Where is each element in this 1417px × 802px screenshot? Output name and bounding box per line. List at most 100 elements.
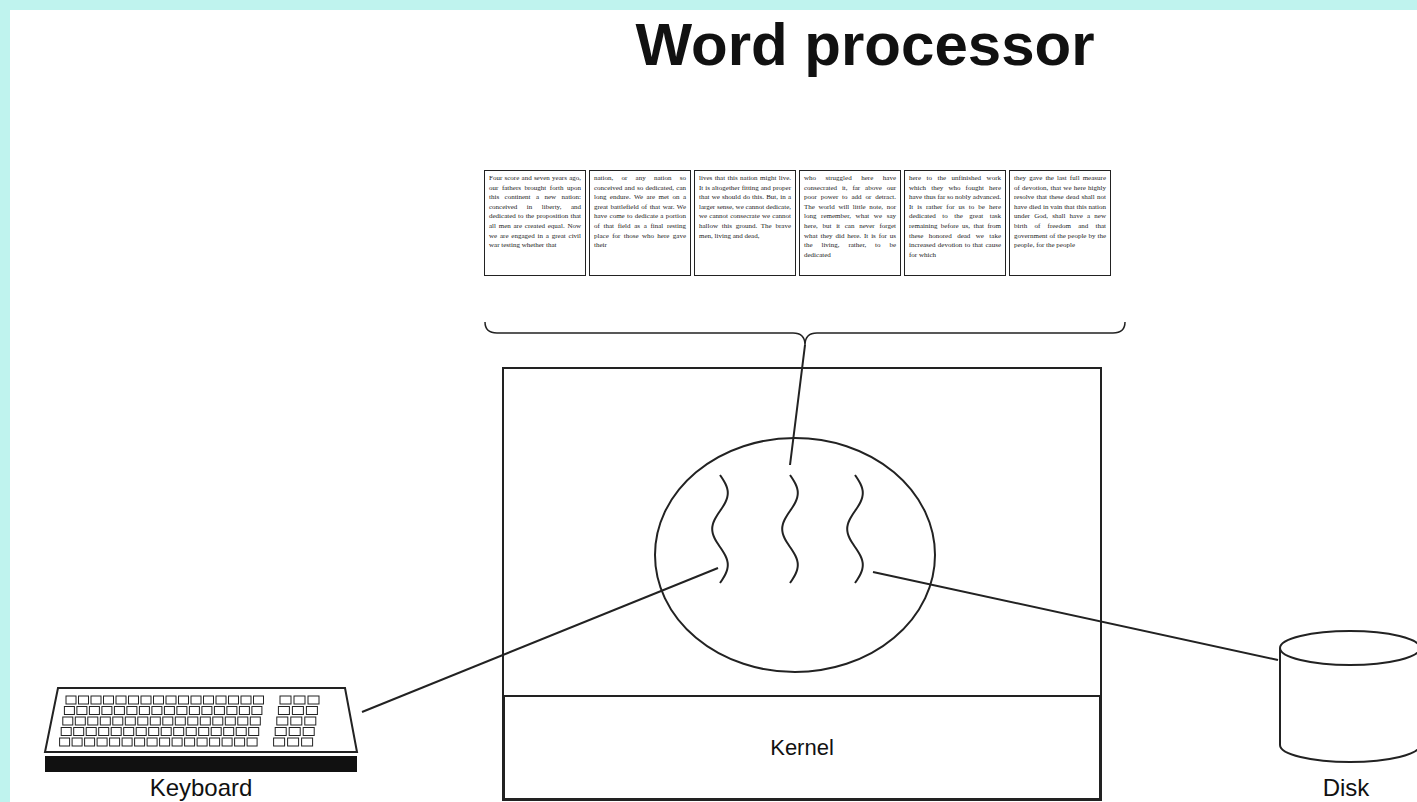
leader-line [362, 568, 718, 712]
keyboard-key [225, 717, 235, 725]
keyboard-key [161, 728, 171, 736]
disk-symbol [1280, 631, 1417, 762]
keyboard-key [238, 717, 248, 725]
keyboard-key [302, 738, 313, 746]
kernel-band: Kernel [503, 695, 1101, 800]
keyboard-key [100, 717, 110, 725]
keyboard-key [79, 696, 89, 704]
keyboard-key [239, 707, 249, 715]
keyboard-key [291, 717, 302, 725]
keyboard-key [149, 728, 159, 736]
keyboard-key [199, 728, 209, 736]
keyboard-key [66, 696, 76, 704]
keyboard-key [139, 707, 149, 715]
document-page: nation, or any nation so conceived and s… [589, 170, 691, 276]
keyboard-key [250, 717, 260, 725]
keyboard-key [60, 738, 70, 746]
keyboard-key [305, 717, 316, 725]
keyboard-key [129, 696, 139, 704]
device-label: Disk [1275, 774, 1417, 802]
keyboard-key [274, 738, 285, 746]
keyboard-key [91, 696, 101, 704]
disk-top [1280, 631, 1417, 665]
keyboard-key [191, 696, 201, 704]
document-page: here to the unfinished work which they w… [904, 170, 1006, 276]
page-text: here to the unfinished work which they w… [909, 174, 1001, 260]
keyboard-key [200, 717, 210, 725]
keyboard-key [210, 738, 220, 746]
title: Word processor [565, 10, 1165, 79]
leader-line [790, 345, 805, 465]
keyboard-key [110, 738, 120, 746]
keyboard-key [306, 707, 317, 715]
keyboard-key [127, 707, 137, 715]
keyboard-key [292, 707, 303, 715]
keyboard-key [97, 738, 107, 746]
keyboard-key [85, 738, 95, 746]
thread-symbol [847, 475, 863, 583]
band-label: Kernel [770, 735, 834, 761]
keyboard-key [135, 738, 145, 746]
keyboard-key [63, 717, 73, 725]
keyboard-key [275, 728, 286, 736]
leader-line [873, 572, 1278, 660]
keyboard-key [227, 707, 237, 715]
page-text: nation, or any nation so conceived and s… [594, 174, 686, 251]
keyboard-key [186, 728, 196, 736]
keyboard-key [241, 696, 251, 704]
keyboard-key [280, 696, 291, 704]
keyboard-key [214, 707, 224, 715]
keyboard-key [185, 738, 195, 746]
document-page: they gave the last full measure of devot… [1009, 170, 1111, 276]
device-node: Disk [1275, 630, 1417, 802]
keyboard-key [213, 717, 223, 725]
keyboard-key [147, 738, 157, 746]
keyboard-key [288, 738, 299, 746]
keyboard-key [116, 696, 126, 704]
keyboard-key [236, 728, 246, 736]
keyboard-body [45, 688, 357, 752]
keyboard-key [102, 707, 112, 715]
thread-symbol [782, 475, 798, 583]
device-label: Keyboard [40, 774, 362, 802]
keyboard-key [61, 728, 71, 736]
keyboard-key [113, 717, 123, 725]
keyboard-key [172, 738, 182, 746]
keyboard-key [224, 728, 234, 736]
keyboard-key [124, 728, 134, 736]
keyboard-key [88, 717, 98, 725]
keyboard-key [202, 707, 212, 715]
keyboard-key [211, 728, 221, 736]
keyboard-key [174, 728, 184, 736]
keyboard-key [189, 707, 199, 715]
keyboard-base [45, 756, 357, 772]
brace [485, 322, 1125, 345]
keyboard-key [136, 728, 146, 736]
page-background [10, 10, 1417, 802]
keyboard-key [89, 707, 99, 715]
keyboard-key [277, 717, 288, 725]
page-text: they gave the last full measure of devot… [1014, 174, 1106, 251]
keyboard-key [229, 696, 239, 704]
document-page: lives that this nation might live. It is… [694, 170, 796, 276]
keyboard-key [77, 707, 87, 715]
keyboard-key [289, 728, 300, 736]
keyboard-key [111, 728, 121, 736]
keyboard-key [152, 707, 162, 715]
keyboard-key [141, 696, 151, 704]
keyboard-key [204, 696, 214, 704]
keyboard-key [188, 717, 198, 725]
keyboard-key [74, 728, 84, 736]
keyboard-key [114, 707, 124, 715]
thread-symbol [712, 475, 728, 583]
process-box [503, 368, 1101, 800]
keyboard-key [125, 717, 135, 725]
keyboard-key [164, 707, 174, 715]
keyboard-key [249, 728, 259, 736]
keyboard-key [252, 707, 262, 715]
page-text: who struggled here have consecrated it, … [804, 174, 896, 260]
document-page: who struggled here have consecrated it, … [799, 170, 901, 276]
keyboard-key [75, 717, 85, 725]
